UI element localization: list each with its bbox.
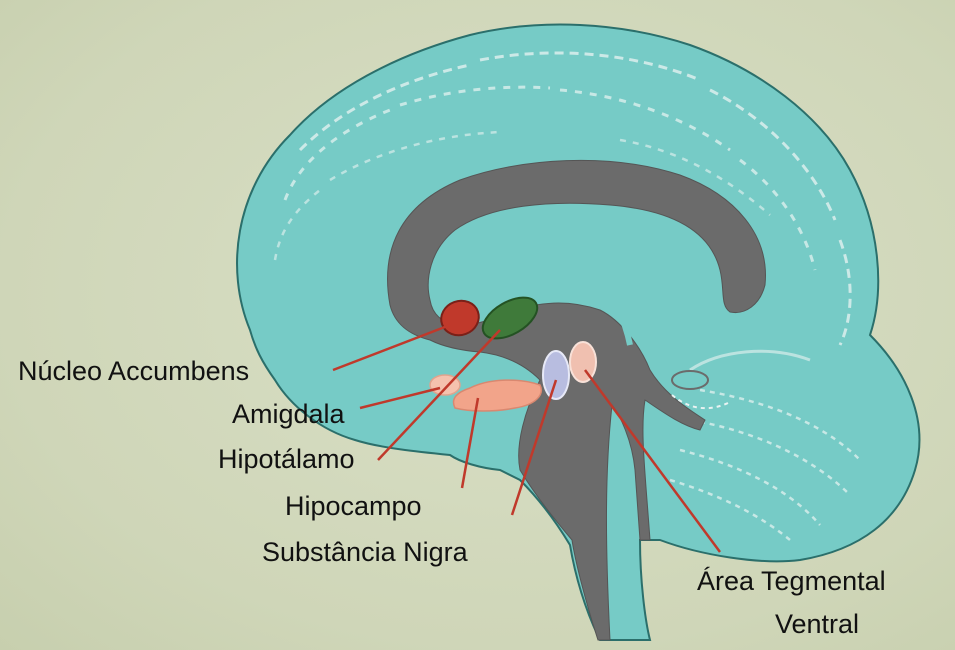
label-area-tegmental-line1: Área Tegmental bbox=[697, 565, 886, 597]
vta-region bbox=[570, 342, 596, 382]
label-area-tegmental-line2: Ventral bbox=[775, 608, 859, 640]
substantia-nigra-region bbox=[543, 351, 569, 399]
label-hipocampo: Hipocampo bbox=[285, 490, 422, 522]
label-amigdala: Amigdala bbox=[232, 398, 345, 430]
label-substancia-nigra: Substância Nigra bbox=[262, 536, 468, 568]
label-nucleo-accumbens: Núcleo Accumbens bbox=[18, 355, 249, 387]
label-hipotalamo: Hipotálamo bbox=[218, 443, 355, 475]
